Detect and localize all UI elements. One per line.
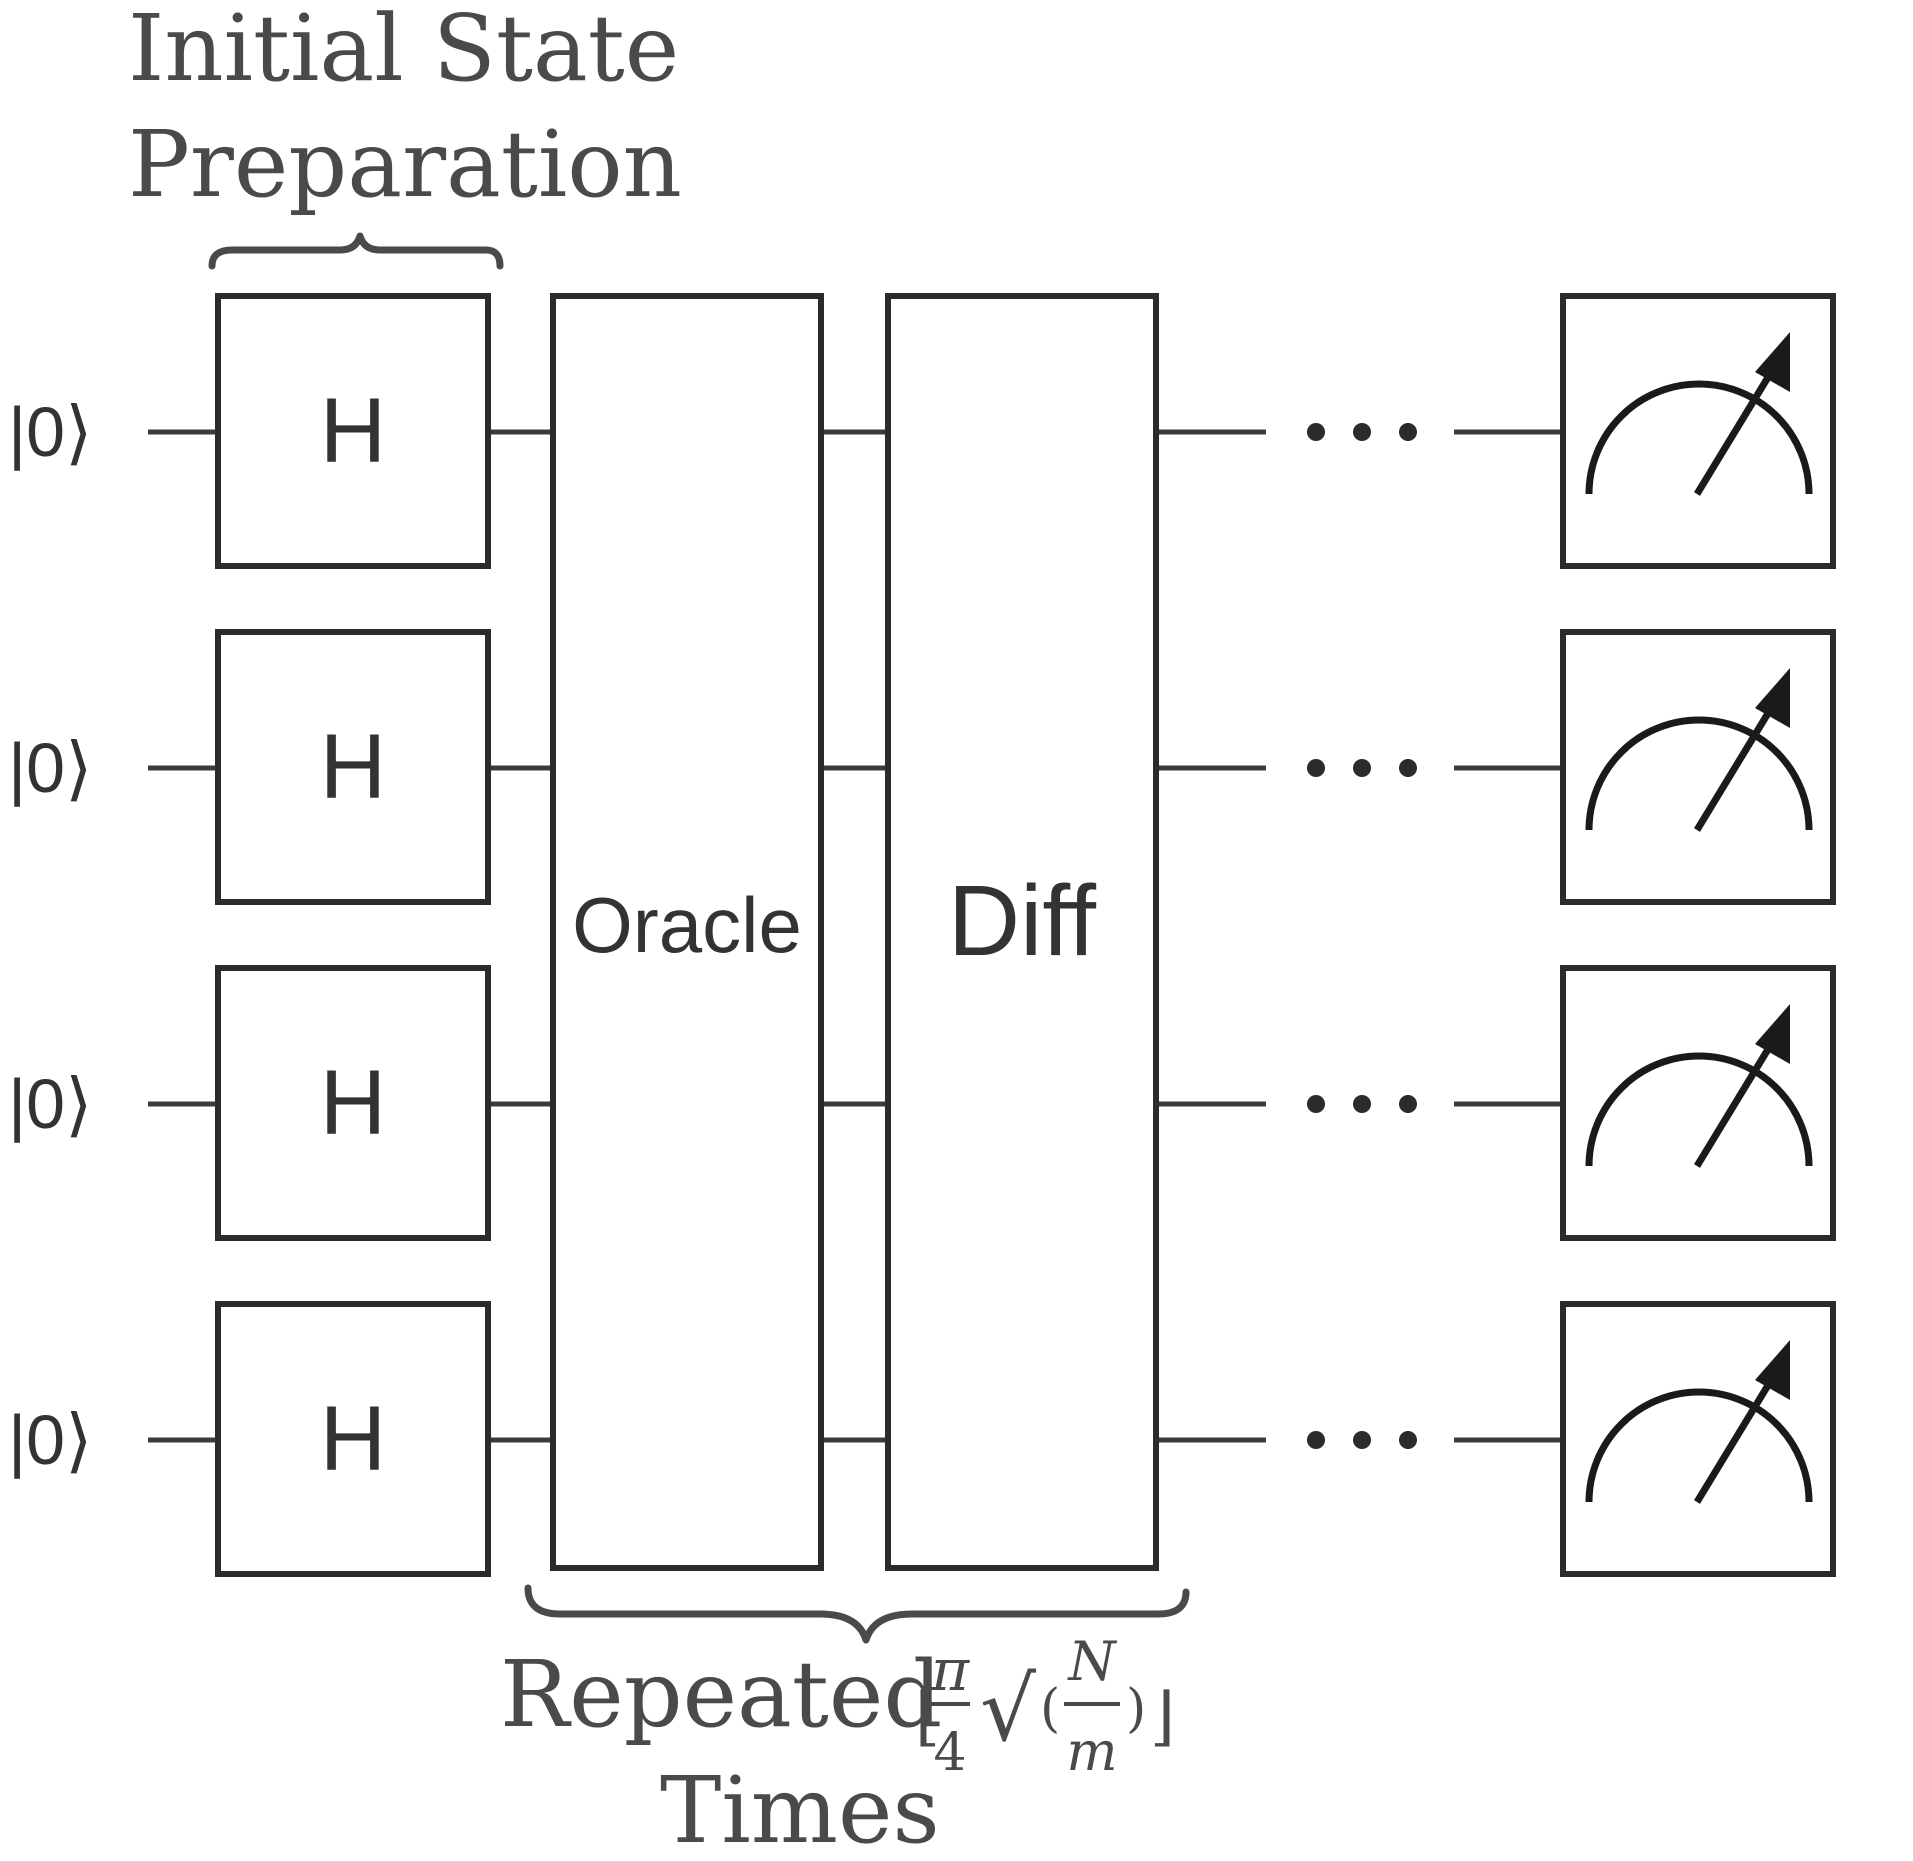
initial-state-label-line2: Preparation	[128, 111, 682, 218]
repeated-label-line2: Times	[660, 1757, 940, 1861]
measurement-gates	[1560, 293, 1836, 1577]
meter-arc	[1585, 1388, 1813, 1503]
meter-arc	[1585, 1052, 1813, 1167]
qubit-wires	[148, 423, 1563, 1449]
h-gate-box	[215, 629, 491, 905]
ellipsis-dot	[1307, 759, 1325, 777]
paren-left: (	[1040, 1679, 1060, 1739]
ellipsis-dot	[1353, 1095, 1371, 1113]
qubit-state-labels: |0⟩ |0⟩ |0⟩ |0⟩	[8, 393, 92, 1479]
hadamard-gates: H H H H	[215, 293, 491, 1577]
h-gate-label: H	[320, 380, 386, 482]
ellipsis-dot	[1399, 1095, 1417, 1113]
h-gate-label: H	[320, 1052, 386, 1154]
sqrt-symbol: √	[980, 1658, 1037, 1761]
oracle-block	[550, 293, 824, 1571]
h-gate-box	[215, 1301, 491, 1577]
pi-symbol: π	[930, 1636, 970, 1704]
paren-right: )	[1126, 1679, 1146, 1739]
meter-icon	[1560, 1301, 1836, 1577]
ellipsis-dot	[1307, 1431, 1325, 1449]
ellipsis-dot	[1307, 1095, 1325, 1113]
meter-icon	[1560, 293, 1836, 569]
oracle-label: Oracle	[572, 881, 802, 969]
floor-left: ⌊	[915, 1680, 940, 1754]
initial-state-label-line1: Initial State	[128, 0, 679, 102]
meter-arrowhead	[1755, 1004, 1790, 1064]
ellipsis-dot	[1307, 423, 1325, 441]
h-gate-label: H	[320, 716, 386, 818]
meter-arc	[1585, 716, 1813, 831]
meter-needle	[1694, 1044, 1773, 1168]
meter-arc	[1585, 380, 1813, 495]
meter-needle	[1694, 372, 1773, 496]
meter-needle	[1694, 708, 1773, 832]
h-gate-box	[215, 965, 491, 1241]
floor-right: ⌋	[1150, 1680, 1175, 1754]
ellipsis-dot	[1353, 1431, 1371, 1449]
n-symbol: N	[1066, 1630, 1117, 1693]
ellipsis-dot	[1399, 759, 1417, 777]
four-digit: 4	[933, 1723, 966, 1783]
ellipsis-dot	[1399, 1431, 1417, 1449]
meter-icon	[1560, 965, 1836, 1241]
meter-arrowhead	[1755, 668, 1790, 728]
qubit-state-label: |0⟩	[8, 729, 92, 807]
ellipsis-dot	[1399, 423, 1417, 441]
ellipsis-dot	[1353, 423, 1371, 441]
ellipsis-dot	[1353, 759, 1371, 777]
h-gate-label: H	[320, 1388, 386, 1490]
h-gate-box	[215, 293, 491, 569]
repeat-brace	[524, 1584, 1190, 1644]
m-symbol: m	[1066, 1720, 1117, 1783]
meter-arrowhead	[1755, 1340, 1790, 1400]
qubit-state-label: |0⟩	[8, 393, 92, 471]
meter-needle	[1694, 1380, 1773, 1504]
qubit-state-label: |0⟩	[8, 1065, 92, 1143]
qubit-state-label: |0⟩	[8, 1401, 92, 1479]
diff-label: Diff	[948, 865, 1096, 977]
diff-block	[885, 293, 1159, 1571]
iteration-count-formula: ⌊ π 4 √ ( N m ) ⌋	[915, 1630, 1175, 1783]
initial-state-brace	[208, 232, 504, 270]
meter-icon	[1560, 629, 1836, 905]
meter-arrowhead	[1755, 332, 1790, 392]
repeated-label-line1: Repeated	[500, 1641, 942, 1748]
